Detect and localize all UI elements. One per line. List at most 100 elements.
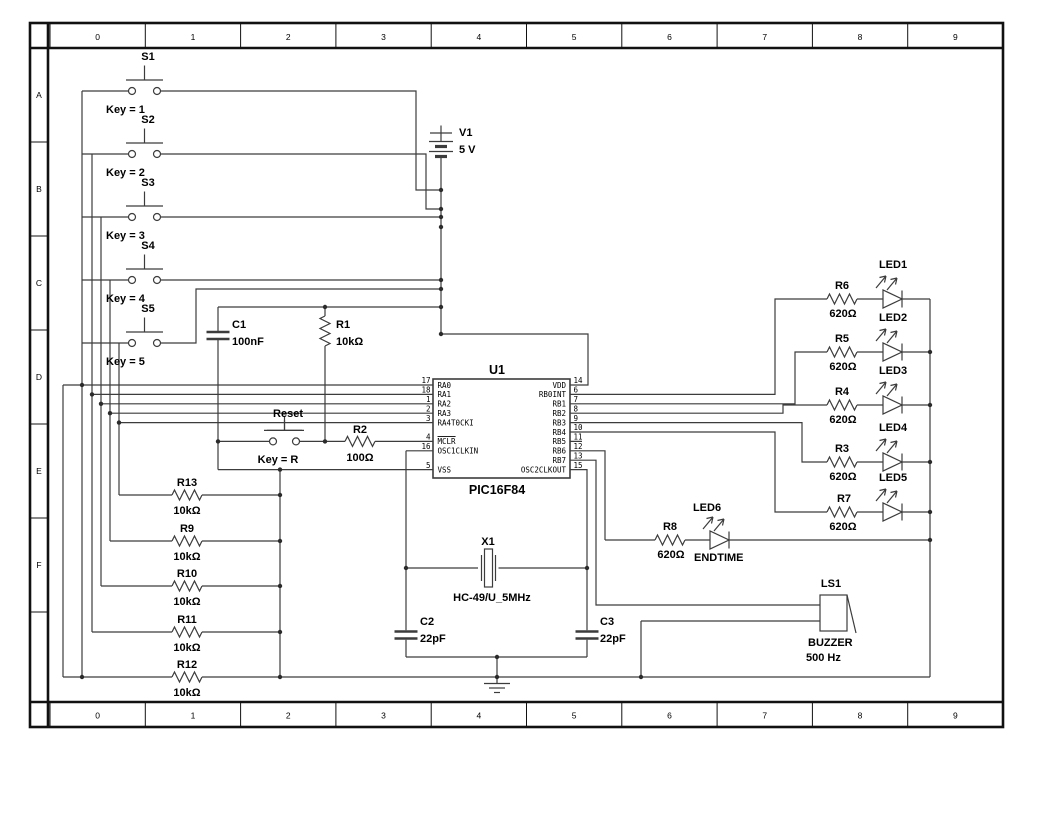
switch-reset[interactable] [267, 415, 302, 446]
s2-key: Key = 2 [106, 167, 145, 179]
s5-ref: S5 [141, 303, 154, 315]
resistor-r5[interactable] [826, 345, 858, 359]
s3-ref: S3 [141, 177, 154, 189]
c1-value: 100nF [232, 336, 264, 348]
u1-pin-number: 11 [574, 433, 583, 442]
u1-pin-name: RB1 [552, 400, 566, 409]
ruler-col-label: 0 [95, 711, 100, 721]
diode-led5[interactable] [875, 488, 904, 522]
buzzer-ls1[interactable]: LS1 BUZZER 500 Hz [806, 578, 857, 664]
r6-value: 620Ω [829, 308, 856, 320]
wire-junction [116, 420, 122, 425]
u1-pin-name: OSC1CLKIN [438, 447, 479, 456]
u1-pin-number: 13 [574, 451, 583, 460]
s4-ref: S4 [141, 240, 155, 252]
diode-led2[interactable] [875, 328, 904, 362]
ruler-col-label: 2 [286, 32, 291, 42]
diode-led4[interactable] [875, 438, 904, 472]
resistor-r11[interactable] [171, 625, 203, 639]
battery-v1[interactable]: V1 5 V [429, 127, 476, 159]
resistor-r7[interactable] [826, 505, 858, 519]
u1-pin-number: 16 [421, 442, 431, 451]
resistor-r9[interactable] [171, 534, 203, 548]
u1-pin-name: RA2 [438, 400, 452, 409]
u1-pin-number: 15 [574, 461, 583, 470]
u1-pin-name: OSC2CLKOUT [521, 465, 567, 474]
r1-value: 10kΩ [336, 336, 363, 348]
u1-pin-number: 2 [426, 404, 431, 413]
resistor-r13[interactable] [171, 488, 203, 502]
c2-value: 22pF [420, 633, 446, 645]
r7-value: 620Ω [829, 521, 856, 533]
resistor-r3[interactable] [826, 455, 858, 469]
diode-led6[interactable] [702, 516, 731, 550]
r7-ref: R7 [837, 493, 851, 505]
u1-pin-number: 18 [421, 386, 431, 395]
r12-ref: R12 [177, 659, 197, 671]
wire-junction [438, 187, 444, 193]
capacitor-c2[interactable] [394, 630, 418, 640]
labels: S1 Key = 1 S2 Key = 2 S3 Key = 3 S4 Key … [106, 51, 908, 699]
ruler-col-label: 9 [953, 711, 958, 721]
wire-junction [322, 304, 328, 310]
ruler-col-label: 6 [667, 711, 672, 721]
wire-junction [89, 392, 95, 397]
resistor-r6[interactable] [826, 292, 858, 306]
ruler-row-label: A [36, 90, 42, 100]
u1-pin-number: 12 [574, 442, 583, 451]
ruler-col-label: 7 [762, 32, 767, 42]
ic-u1[interactable]: U1 PIC16F84 17RA018RA11RA22RA33RA4T0CKI4… [421, 363, 583, 497]
switch-s4[interactable] [126, 254, 163, 285]
wire-junction [277, 467, 283, 472]
v1-value: 5 V [459, 144, 476, 156]
diode-led1[interactable] [875, 275, 904, 309]
diode-led3[interactable] [875, 381, 904, 415]
capacitor-c3[interactable] [575, 630, 599, 640]
ruler-col-label: 4 [476, 711, 481, 721]
resistor-r10[interactable] [171, 579, 203, 593]
wire-junction [438, 304, 444, 310]
resistor-r12[interactable] [171, 670, 203, 684]
led1-ref: LED1 [879, 259, 907, 271]
c1-ref: C1 [232, 319, 246, 331]
capacitor-c1[interactable] [206, 330, 230, 341]
crystal-x1[interactable]: X1 HC-49/U_5MHz [453, 536, 531, 604]
r11-ref: R11 [177, 614, 197, 626]
resistor-r1[interactable] [318, 315, 332, 347]
u1-pin-name: RB5 [552, 437, 566, 446]
wire-junction [494, 674, 500, 680]
wire-junction [494, 654, 500, 660]
switch-s1[interactable] [126, 65, 163, 96]
ground-bottom [484, 682, 510, 694]
wire-junction [927, 349, 933, 355]
u1-pin-number: 8 [574, 404, 579, 413]
wire-junction [927, 537, 933, 543]
resistor-r4[interactable] [826, 398, 858, 412]
r9-ref: R9 [180, 523, 194, 535]
c2-ref: C2 [420, 616, 434, 628]
ruler-row-label: D [36, 372, 42, 382]
x1-ref: X1 [481, 536, 494, 548]
ruler-col-label: 3 [381, 32, 386, 42]
ruler-col-label: 1 [191, 711, 196, 721]
ruler-col-label: 1 [191, 32, 196, 42]
u1-pin-name: VSS [438, 465, 452, 474]
wire-junction [107, 411, 113, 416]
u1-pin-number: 7 [574, 395, 579, 404]
ruler-row-label: B [36, 184, 42, 194]
u1-ref: U1 [489, 363, 505, 377]
r4-value: 620Ω [829, 414, 856, 426]
ls1-ref: LS1 [821, 578, 841, 590]
resistor-r2[interactable] [344, 435, 376, 448]
v1-ref: V1 [459, 127, 472, 139]
wire-junction [403, 565, 409, 571]
wire-junction [927, 509, 933, 515]
s5-key: Key = 5 [106, 356, 145, 368]
switch-s2[interactable] [126, 128, 163, 159]
r11-value: 10kΩ [173, 642, 200, 654]
resistor-r8[interactable] [654, 533, 686, 547]
switch-s5[interactable] [126, 317, 163, 348]
switch-s3[interactable] [126, 191, 163, 222]
reset-key: Key = R [258, 454, 299, 466]
